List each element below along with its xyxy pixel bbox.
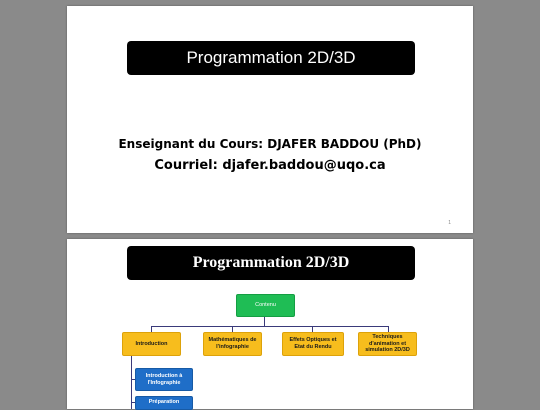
connector-branch-2	[232, 326, 233, 332]
connector-sub-1	[131, 379, 135, 380]
diagram-sub-introduction-infographie: Introduction à l'Infographie	[135, 368, 193, 391]
diagram-branch-introduction: Introduction	[122, 332, 181, 356]
connector-sub-vertical	[131, 356, 132, 409]
connector-branch-3	[312, 326, 313, 332]
connector-root-down	[264, 317, 265, 326]
email-line: Courriel: djafer.baddou@uqo.ca	[154, 158, 386, 173]
diagram-branch-mathematiques: Mathématiques de l'infographie	[203, 332, 262, 356]
slide-2[interactable]: Programmation 2D/3D Contenu Introduction…	[67, 239, 473, 410]
diagram-sub-preparation: Préparation	[135, 396, 193, 410]
slide-1[interactable]: Programmation 2D/3D Enseignant du Cours:…	[67, 6, 473, 233]
page-number: 1	[448, 220, 451, 226]
teacher-line: Enseignant du Cours: DJAFER BADDOU (PhD)	[118, 137, 422, 151]
connector-branch-4	[388, 326, 389, 332]
diagram-root-node: Contenu	[236, 294, 295, 317]
slide-1-title: Programmation 2D/3D	[127, 41, 415, 75]
diagram-branch-techniques: Techniques d'animation et simulation 2D/…	[358, 332, 417, 356]
slide-2-title: Programmation 2D/3D	[127, 246, 415, 280]
connector-horizontal	[151, 326, 389, 327]
diagram-branch-effets-optiques: Effets Optiques et Etat du Rendu	[282, 332, 344, 356]
connector-branch-1	[151, 326, 152, 332]
connector-sub-2	[131, 402, 135, 403]
